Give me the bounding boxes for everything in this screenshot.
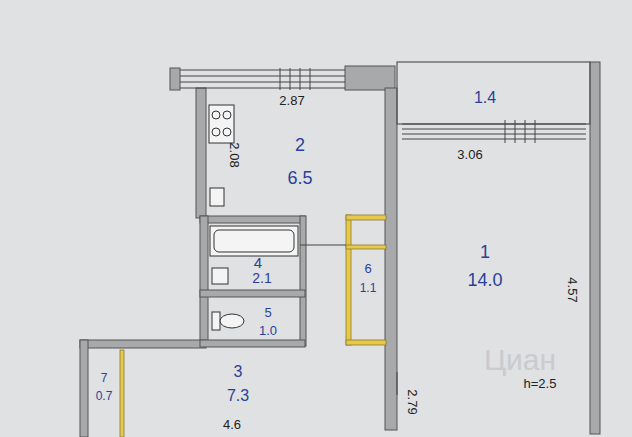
partition xyxy=(346,245,386,249)
room: 42.1 xyxy=(208,223,300,290)
room-number: 4 xyxy=(254,255,262,270)
wall xyxy=(170,68,180,90)
room: 70.7 xyxy=(88,350,120,435)
dimension: 2.79 xyxy=(406,389,419,414)
room-area: 0.7 xyxy=(96,390,113,402)
dimension: 2.87 xyxy=(279,94,304,107)
wall xyxy=(345,66,395,90)
wall xyxy=(80,340,88,437)
dimension: 4.6 xyxy=(223,418,241,431)
room-area: 1.4 xyxy=(474,90,496,106)
wall xyxy=(200,290,305,297)
partition xyxy=(346,215,386,220)
wall xyxy=(196,88,206,218)
dimension: h=2.5 xyxy=(524,377,557,390)
room: 1.4 xyxy=(397,62,590,124)
wall xyxy=(80,340,206,348)
partition xyxy=(346,215,351,345)
partition xyxy=(120,350,124,437)
wall xyxy=(200,216,208,346)
room-area: 7.3 xyxy=(227,388,249,404)
watermark: Циан xyxy=(484,345,556,375)
wall xyxy=(590,62,600,434)
room: 114.0 xyxy=(397,142,590,430)
room-area: 6.5 xyxy=(287,169,312,187)
room-number: 7 xyxy=(101,372,108,384)
wall xyxy=(385,88,397,430)
room-area: 2.1 xyxy=(252,271,271,285)
room-area: 1.1 xyxy=(360,282,377,294)
dimension: 4.57 xyxy=(566,277,579,302)
room-area: 1.0 xyxy=(259,324,277,337)
room-area: 14.0 xyxy=(467,271,502,289)
room: 37.3 xyxy=(124,347,386,435)
room-number: 5 xyxy=(264,306,271,319)
dimension: 2.08 xyxy=(228,142,241,167)
room-number: 1 xyxy=(480,243,490,261)
room-number: 2 xyxy=(295,136,305,154)
wall xyxy=(200,216,305,223)
room: 61.1 xyxy=(351,249,386,340)
partition xyxy=(346,340,386,345)
room: 51.0 xyxy=(208,297,300,340)
room-number: 3 xyxy=(234,364,243,380)
toilet-symbol xyxy=(212,312,244,330)
balcony-outline xyxy=(397,62,590,124)
wall xyxy=(300,216,306,346)
wall xyxy=(200,340,305,347)
dimension: 3.06 xyxy=(457,148,482,161)
room-number: 6 xyxy=(364,262,371,275)
bath-symbol xyxy=(210,226,298,284)
